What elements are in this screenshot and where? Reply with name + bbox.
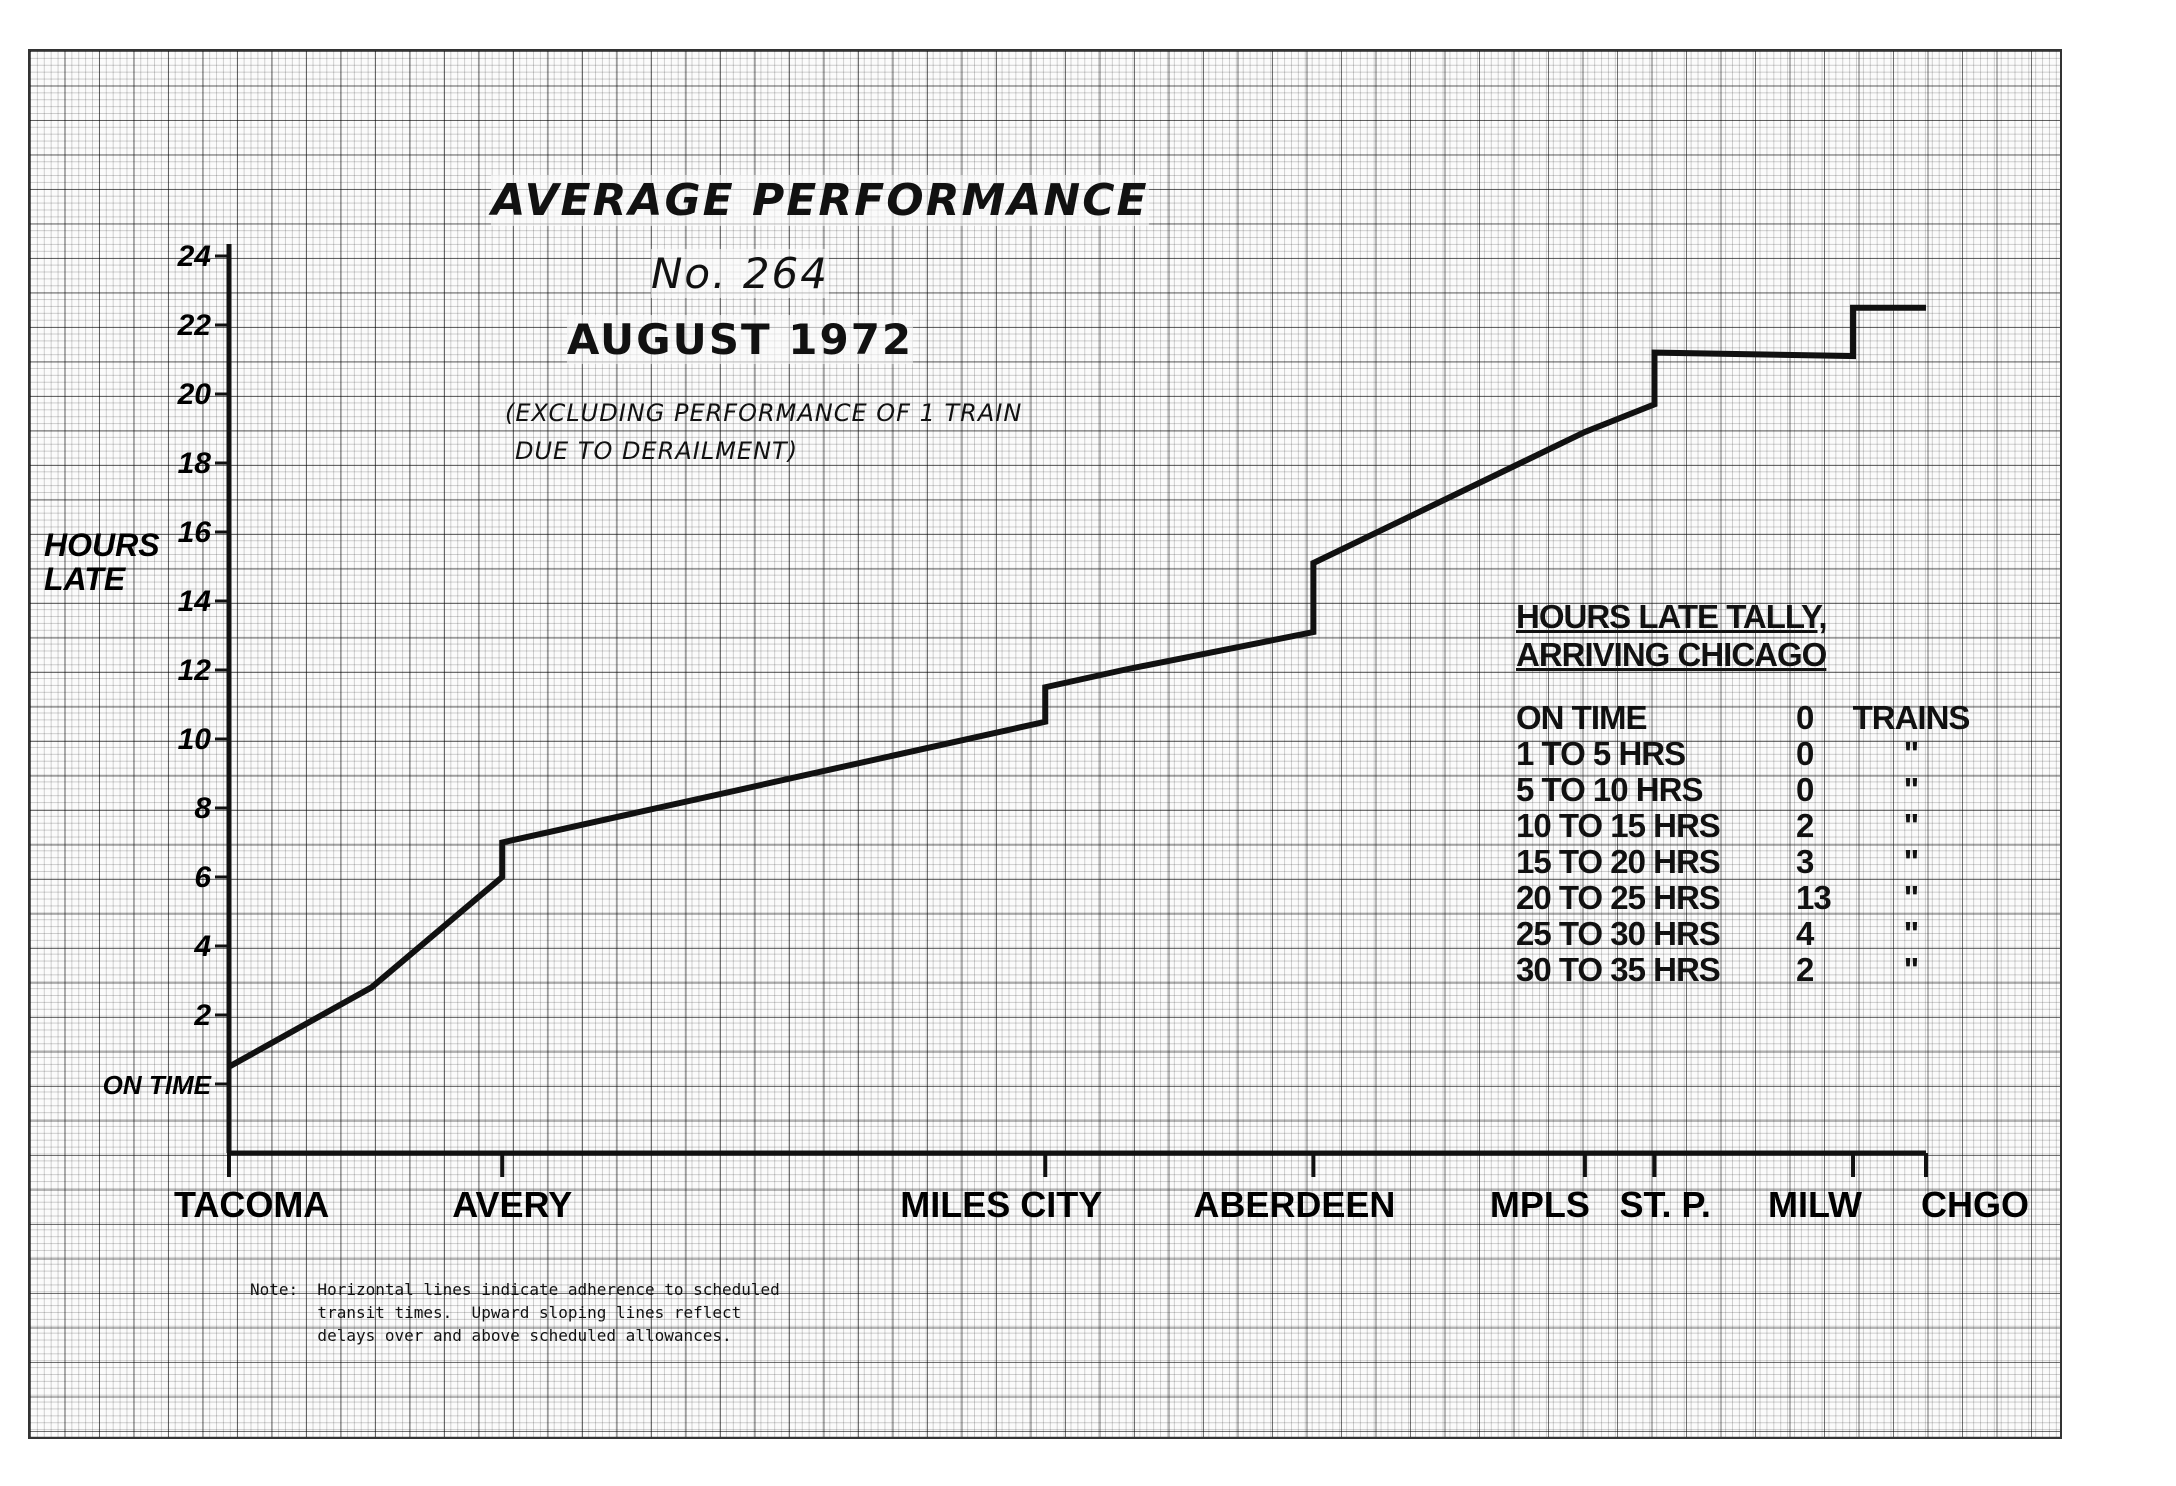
tally-range: 1 TO 5 HRS	[1516, 735, 1686, 772]
y-tick-label: 2	[193, 999, 211, 1032]
tally-range: 25 TO 30 HRS	[1516, 915, 1721, 952]
y-tick-label: ON TIME	[103, 1070, 212, 1100]
tally-row: 25 TO 30 HRS 4 "	[1516, 916, 1976, 952]
x-station-label: MILW	[1768, 1184, 1862, 1225]
tally-count: 13	[1796, 879, 1832, 916]
x-station-label: ST. P.	[1619, 1184, 1710, 1225]
chart-date: AUGUST 1972	[566, 315, 914, 364]
tally-row: 10 TO 15 HRS 2 "	[1516, 808, 1976, 844]
tally-range: ON TIME	[1516, 699, 1648, 736]
x-station-label: MILES CITY	[900, 1184, 1102, 1225]
tally-unit: TRAINS	[1852, 699, 1971, 736]
y-axis-label-1: HOURS	[44, 527, 160, 563]
tally-unit: "	[1903, 915, 1920, 952]
chart-date-block: AUGUST 1972	[500, 315, 980, 364]
tally-row: 1 TO 5 HRS 0 "	[1516, 736, 1976, 772]
y-axis-label-2: LATE	[44, 561, 127, 597]
tally-range: 5 TO 10 HRS	[1516, 771, 1703, 808]
chart-title: AVERAGE PERFORMANCE	[491, 175, 1149, 226]
train-number: No. 264	[651, 249, 829, 298]
y-tick-label: 12	[178, 654, 212, 687]
tally-row: 20 TO 25 HRS 13 "	[1516, 880, 1976, 916]
tally-unit: "	[1903, 735, 1920, 772]
y-tick-label: 4	[193, 930, 211, 963]
tally-title-2: ARRIVING CHICAGO	[1516, 636, 1827, 673]
tally-unit: "	[1903, 771, 1920, 808]
hours-late-tally: HOURS LATE TALLY, ARRIVING CHICAGO ON TI…	[1516, 598, 1976, 988]
chart-note: Note: Horizontal lines indicate adherenc…	[250, 1280, 780, 1345]
y-tick-label: 16	[178, 516, 212, 549]
tally-count: 2	[1796, 951, 1814, 988]
x-station-label: AVERY	[452, 1184, 572, 1225]
annotation-line-1: (EXCLUDING PERFORMANCE OF 1 TRAIN	[505, 399, 1023, 427]
tally-range: 30 TO 35 HRS	[1516, 951, 1721, 988]
y-tick-label: 8	[194, 792, 211, 825]
x-station-label: CHGO	[1921, 1184, 2029, 1225]
tally-row: 15 TO 20 HRS 3 "	[1516, 844, 1976, 880]
graph-paper	[28, 49, 2062, 1439]
tally-count: 0	[1796, 771, 1814, 808]
tally-range: 15 TO 20 HRS	[1516, 843, 1721, 880]
y-tick-label: 18	[178, 447, 212, 480]
tally-unit: "	[1903, 807, 1920, 844]
tally-unit: "	[1903, 951, 1920, 988]
y-tick-label: 20	[177, 378, 212, 411]
annotation-line-2: DUE TO DERAILMENT)	[515, 437, 799, 465]
tally-count: 2	[1796, 807, 1814, 844]
tally-count: 3	[1796, 843, 1814, 880]
tally-count: 4	[1796, 915, 1814, 952]
tally-unit: "	[1903, 843, 1920, 880]
y-tick-label: 22	[177, 309, 212, 342]
chart-title-block: AVERAGE PERFORMANCE	[420, 175, 1220, 227]
tally-title-1: HOURS LATE TALLY,	[1516, 598, 1828, 635]
tally-count: 0	[1796, 735, 1814, 772]
tally-row: 30 TO 35 HRS 2 "	[1516, 952, 1976, 988]
tally-row: ON TIME 0 TRAINS	[1516, 700, 1976, 736]
tally-row: 5 TO 10 HRS 0 "	[1516, 772, 1976, 808]
x-station-label: TACOMA	[174, 1184, 329, 1225]
y-tick-label: 6	[194, 861, 211, 894]
x-station-label: ABERDEEN	[1193, 1184, 1395, 1225]
tally-range: 10 TO 15 HRS	[1516, 807, 1721, 844]
x-station-label: MPLS	[1490, 1184, 1590, 1225]
tally-unit: "	[1903, 879, 1920, 916]
tally-range: 20 TO 25 HRS	[1516, 879, 1721, 916]
y-tick-label: 24	[177, 240, 212, 273]
tally-count: 0	[1796, 699, 1814, 736]
train-number-block: No. 264	[570, 249, 910, 298]
y-tick-label: 14	[178, 585, 212, 618]
y-tick-label: 10	[178, 723, 212, 756]
